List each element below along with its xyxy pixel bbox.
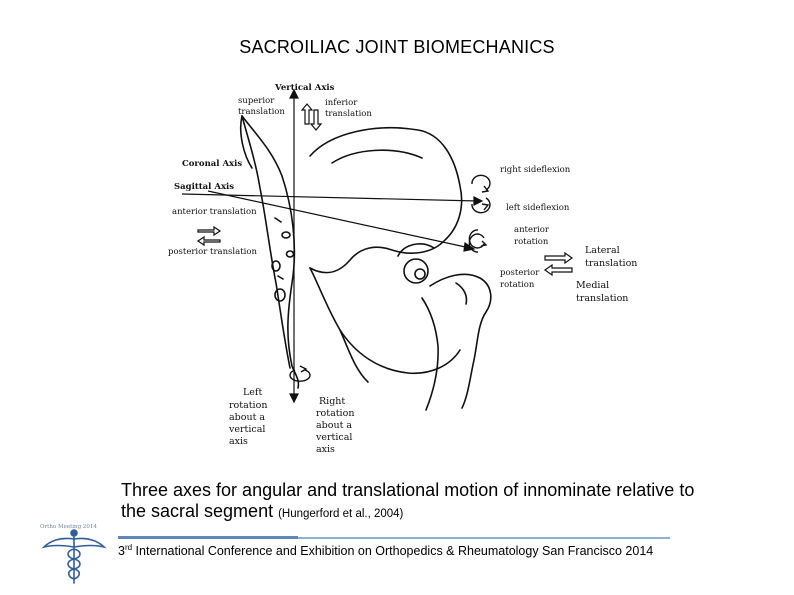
right-rotation-label-5: axis (316, 444, 335, 455)
superior-translation-label: translation (238, 107, 285, 117)
anterior-rotation-label: anterior (514, 225, 550, 235)
vertical-axis-label: Vertical Axis (274, 83, 335, 93)
logo-caption: Ortho Meeting 2014 (40, 524, 97, 530)
posterior-rotation-label: posterior (500, 268, 540, 278)
footer-divider-accent (118, 536, 298, 539)
inferior-label: inferior (325, 98, 358, 108)
posterior-rotation-label-2: rotation (500, 280, 535, 290)
right-sideflexion-label: right sideflexion (500, 165, 571, 175)
left-rotation-label-5: axis (229, 436, 248, 447)
anterior-rotation-label-2: rotation (514, 237, 549, 247)
caption-citation: (Hungerford et al., 2004) (278, 508, 404, 520)
anterior-translation-label: anterior translation (172, 207, 257, 217)
lateral-label: Lateral (585, 245, 620, 256)
left-rotation-label-2: rotation (229, 400, 267, 411)
footer-divider (118, 537, 670, 539)
slide-title: SACROILIAC JOINT BIOMECHANICS (239, 37, 555, 57)
inferior-translation-label: translation (325, 109, 372, 119)
coronal-axis-label: Coronal Axis (182, 159, 242, 169)
right-rotation-label-3: about a (316, 420, 352, 431)
figure-caption: Three axes for angular and translational… (121, 480, 721, 525)
right-rotation-label-1: Right (319, 396, 345, 407)
medial-translation-label: translation (576, 293, 628, 304)
right-rotation-label-4: vertical (315, 432, 352, 443)
footer-ordinal: 3 (118, 544, 125, 558)
conference-footer: 3rd International Conference and Exhibit… (118, 543, 738, 558)
lateral-translation-label: translation (585, 258, 637, 269)
femur-outline (429, 273, 492, 409)
right-rotation-label-2: rotation (316, 408, 354, 419)
caduceus-icon (41, 529, 107, 584)
pelvis-axes-diagram: Vertical Axis superior translation infer… (168, 83, 637, 455)
left-sideflexion-label: left sideflexion (506, 203, 570, 213)
left-rotation-label-4: vertical (228, 424, 265, 435)
left-rotation-label-1: Left (243, 387, 262, 398)
left-rotation-label-3: about a (229, 412, 265, 423)
footer-text: International Conference and Exhibition … (132, 544, 654, 558)
medial-label: Medial (576, 280, 609, 291)
posterior-translation-label: posterior translation (168, 247, 257, 257)
sagittal-axis-label: Sagittal Axis (174, 182, 234, 192)
caption-text: Three axes for angular and translational… (121, 480, 695, 521)
footer-ordinal-suffix: rd (124, 543, 133, 552)
superior-label: superior (238, 96, 275, 106)
ilium-outline (309, 127, 463, 274)
